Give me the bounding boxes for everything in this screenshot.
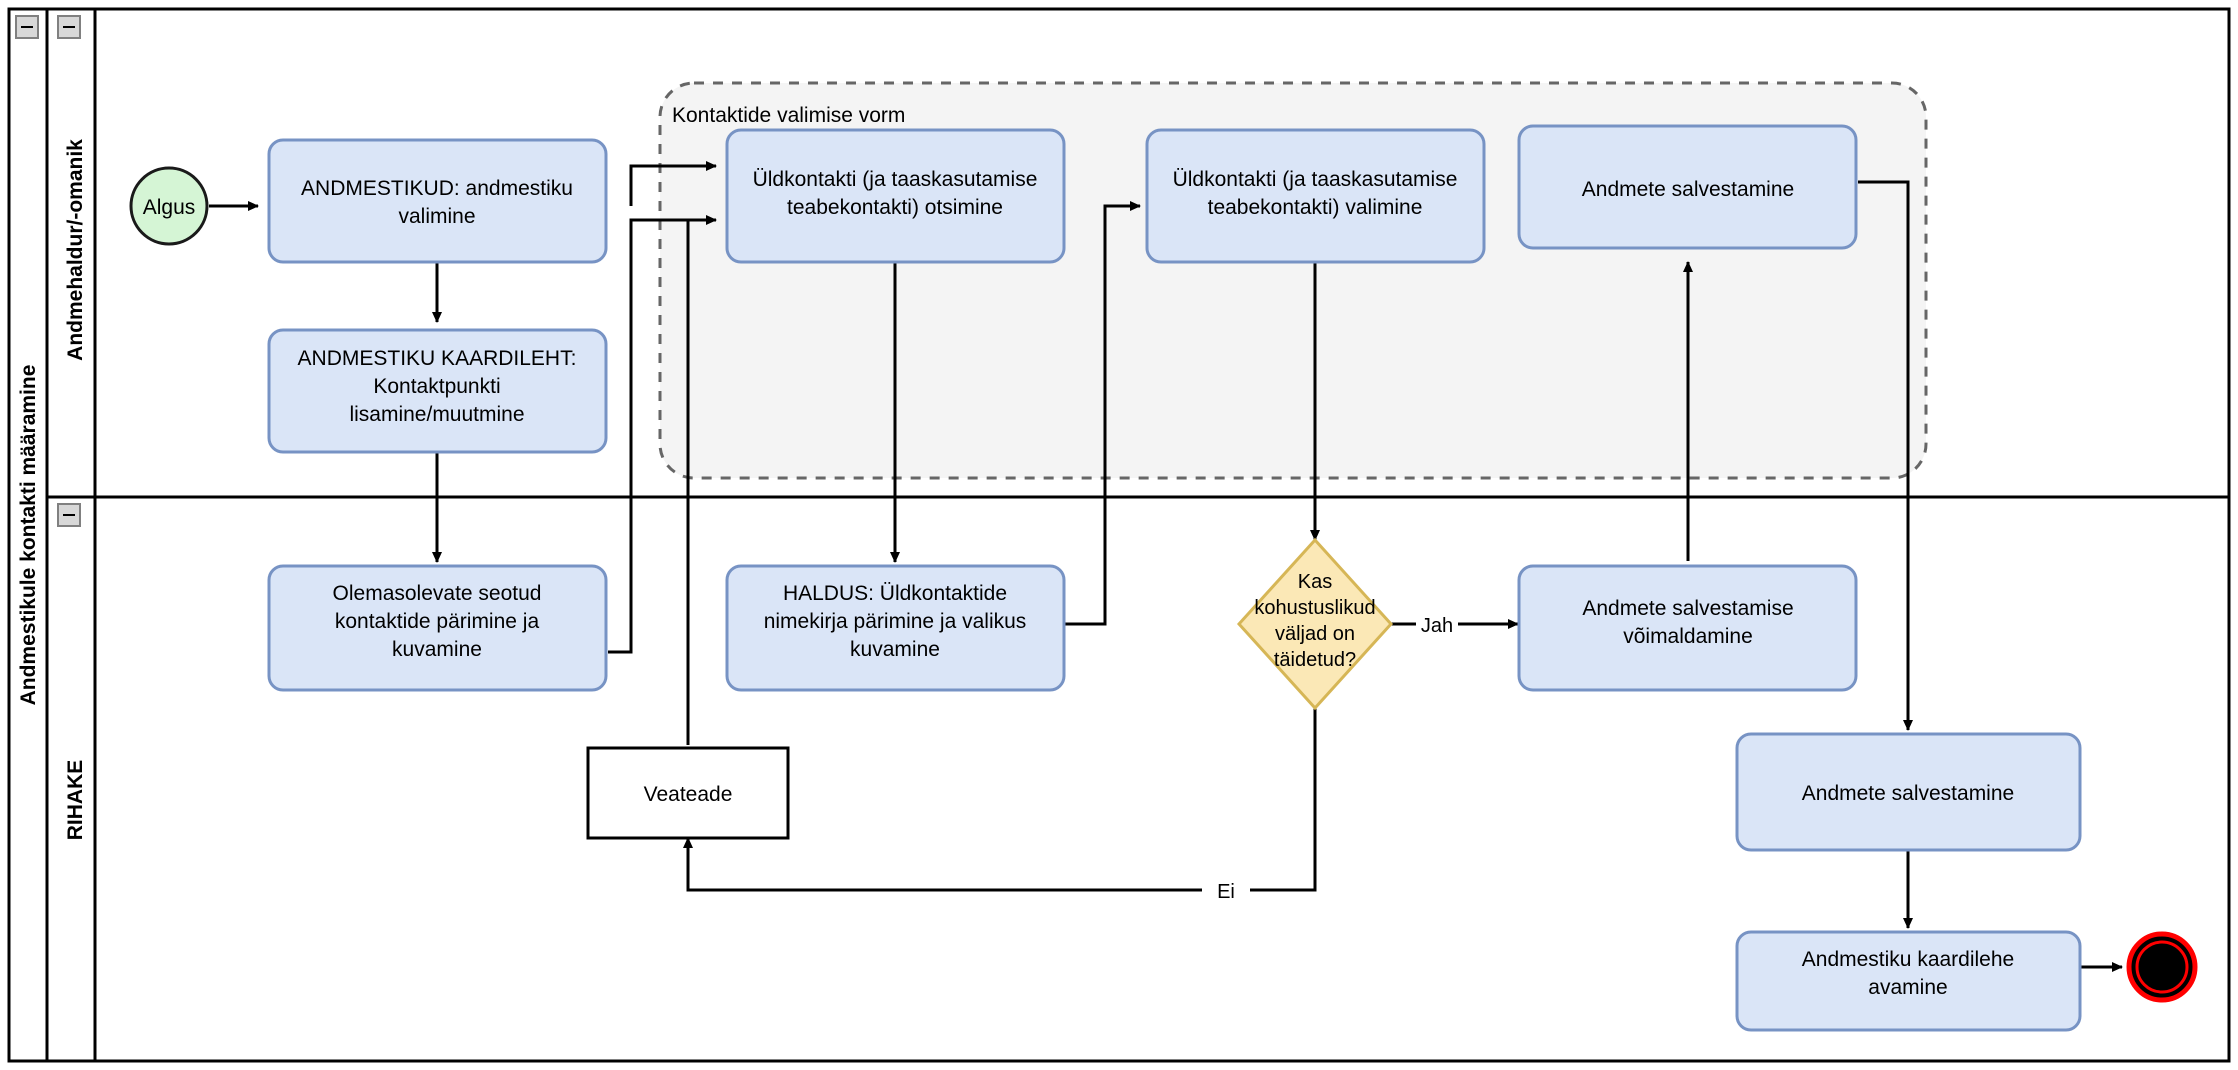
start-event-algus[interactable]: Algus [129,166,209,246]
edge-t5-to-t9 [1858,180,1913,731]
edge-label-jah: Jah [1416,610,1458,638]
task-line: Andmete salvestamine [1582,178,1794,201]
task-line: HALDUS: Üldkontaktide [783,582,1007,605]
edge-t6-to-t3 [608,215,717,654]
task-uldkontakti-valimine[interactable]: Üldkontakti (ja taaskasutamise teabekont… [1145,128,1486,264]
task-line: teabekontakti) otsimine [787,196,1003,219]
task-line: lisamine/muutmine [349,403,524,426]
lane-label-andmehaldur: Andmehaldur/-omanik [64,139,87,361]
task-line: kontaktide pärimine ja [335,610,540,633]
start-event-label: Algus [143,196,196,219]
task-uldkontakti-otsimine[interactable]: Üldkontakti (ja taaskasutamise teabekont… [725,128,1066,264]
pool-label: Andmestikule kontakti määramine [17,365,40,706]
gateway-line: väljad on [1275,623,1355,645]
task-line: Olemasolevate seotud [333,582,542,605]
artifact-label: Veateade [644,783,733,806]
group-label: Kontaktide valimise vorm [672,104,905,127]
task-andmete-salvestamine-top[interactable]: Andmete salvestamine [1517,124,1858,250]
gateway-line: kohustuslikud [1254,597,1375,619]
edge-t7-to-t4 [1065,201,1141,626]
task-olemasolevate-seotud-kontaktide-parimine[interactable]: Olemasolevate seotud kontaktide pärimine… [267,564,608,692]
task-line: teabekontakti) valimine [1208,196,1423,219]
artifact-veateade[interactable]: Veateade [586,746,790,840]
task-line: Üldkontakti (ja taaskasutamise [753,168,1038,191]
lane-label-rihake: RIHAKE [64,760,87,841]
end-event[interactable] [2126,931,2198,1003]
gateway-line: Kas [1298,571,1332,593]
task-line: võimaldamine [1623,625,1753,648]
task-line: kuvamine [392,638,482,661]
task-line: kuvamine [850,638,940,661]
task-andmestikud-andmestiku-valimine[interactable]: ANDMESTIKUD: andmestiku valimine [267,138,608,264]
gateway-line: täidetud? [1274,649,1356,671]
edge-label-ei: Ei [1202,876,1250,904]
connectors [209,161,2123,972]
task-andmestiku-kaardileht-kontaktpunkti[interactable]: ANDMESTIKU KAARDILEHT: Kontaktpunkti lis… [267,328,608,454]
task-line: Üldkontakti (ja taaskasutamise [1173,168,1458,191]
task-line: Andmestiku kaardilehe [1802,948,2014,971]
edge-label-jah-text: Jah [1421,615,1453,637]
task-line: avamine [1868,976,1947,999]
edge-gateway-ei-seg1 [1248,708,1317,892]
task-andmete-salvestamise-voimaldamine[interactable]: Andmete salvestamise võimaldamine [1517,564,1858,692]
edge-ei-to-veateade [683,837,1203,892]
task-andmete-salvestamine-bottom[interactable]: Andmete salvestamine [1735,732,2082,852]
pool-collapse-icon[interactable] [15,15,39,39]
task-line: ANDMESTIKUD: andmestiku [301,177,573,200]
lane-top-collapse-icon[interactable] [57,15,81,39]
edge-t1-to-t3 [629,161,717,206]
task-line: Kontaktpunkti [373,375,500,398]
task-andmestiku-kaardilehe-avamine[interactable]: Andmestiku kaardilehe avamine [1735,930,2082,1032]
task-line: nimekirja pärimine ja valikus [764,610,1027,633]
task-line: Andmete salvestamine [1802,782,2014,805]
lane-bottom-collapse-icon[interactable] [57,503,81,527]
gateway-kas-kohustuslikud-valjad-on-taidetud[interactable]: Kas kohustuslikud väljad on täidetud? [1236,537,1394,711]
task-line: valimine [398,205,475,228]
task-line: ANDMESTIKU KAARDILEHT: [298,347,577,370]
task-line: Andmete salvestamise [1582,597,1793,620]
task-haldus-uldkontaktide-nimekirja[interactable]: HALDUS: Üldkontaktide nimekirja pärimine… [725,564,1066,692]
edge-label-ei-text: Ei [1217,881,1235,903]
